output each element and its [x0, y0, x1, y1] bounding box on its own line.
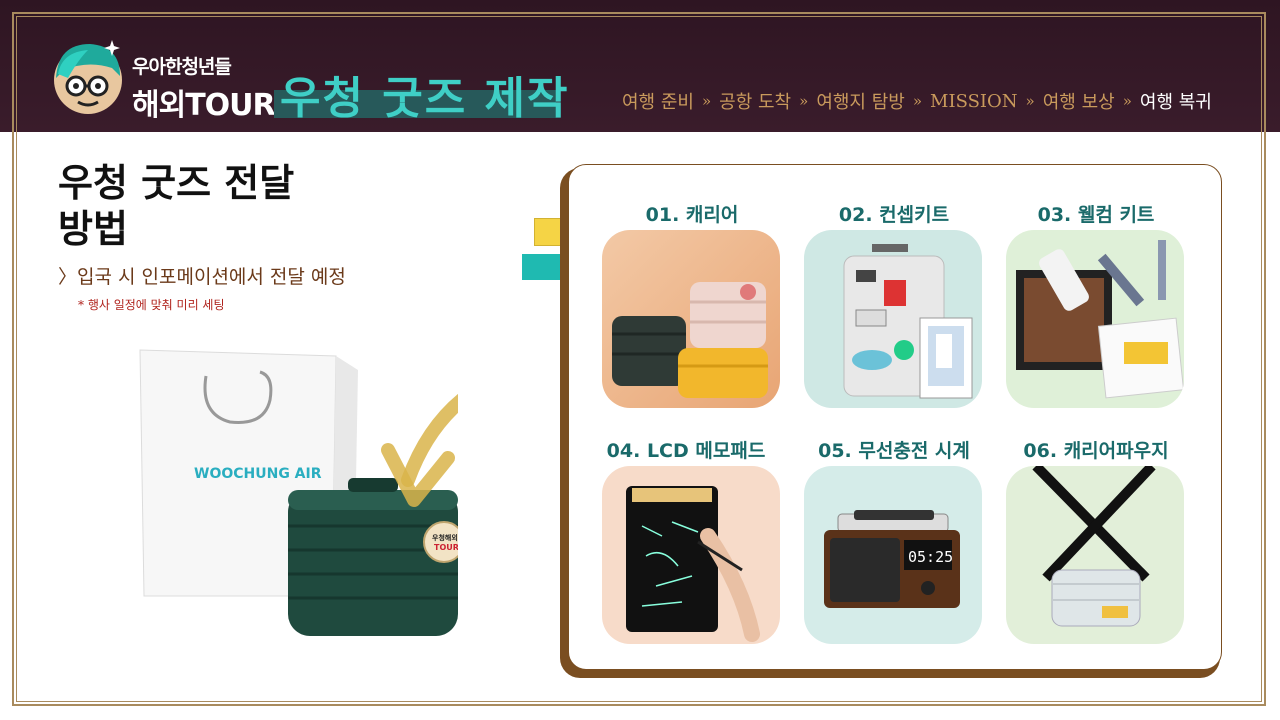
wireless-charging-clock-photo: 05:25	[804, 466, 982, 644]
setup-note: * 행사 일정에 맞춰 미리 세팅	[78, 298, 225, 312]
nav-step-reward[interactable]: 여행 보상	[1042, 92, 1115, 113]
nav-separator: »	[799, 92, 809, 110]
nav-separator: »	[1122, 92, 1132, 110]
decor-square-yellow	[534, 218, 562, 246]
item-label-welcome-kit: 03. 웰컴 키트	[1037, 204, 1155, 226]
logo-text-top: 우아한청년들	[132, 56, 232, 78]
welcome-kit-photo	[1006, 230, 1184, 408]
item-label-wireless-clock: 05. 무선충전 시계	[818, 440, 970, 462]
sticker-text-bottom: TOUR	[434, 543, 458, 552]
nav-step-airport[interactable]: 공항 도착	[719, 92, 792, 113]
bag-and-carrier-illustration: WOOCHUNG AIR 우청해외 TOUR	[48, 330, 575, 680]
item-label-lcd-memo-pad: 04. LCD 메모패드	[606, 440, 766, 462]
page-title-highlight	[274, 90, 556, 118]
header-bar: 우아한청년들 해외TOUR 우청 굿즈 제작 여행 준비 » 공항 도착 » 여…	[0, 0, 1280, 132]
step-navigation: 여행 준비 » 공항 도착 » 여행지 탐방 » MISSION » 여행 보상…	[622, 88, 1212, 114]
section-title: 우청 굿즈 전달 방법	[58, 160, 294, 252]
carrier-pouch-photo	[1006, 466, 1184, 644]
nav-separator: »	[912, 92, 923, 110]
page-title: 우청 굿즈 제작	[280, 73, 570, 124]
bag-brand-text: WOOCHUNG AIR	[194, 466, 322, 482]
nav-separator: »	[1025, 92, 1035, 110]
section-title-line1: 우청 굿즈 전달	[58, 161, 295, 205]
mascot-logo-icon	[48, 38, 128, 118]
item-label-concept-kit: 02. 컨셉키트	[838, 204, 950, 226]
outer-frame	[12, 12, 1266, 706]
nav-step-prepare[interactable]: 여행 준비	[622, 92, 694, 113]
nav-step-return[interactable]: 여행 복귀	[1139, 92, 1212, 113]
delivery-method-text: 〉입국 시 인포메이션에서 전달 예정	[58, 266, 346, 288]
section-title-line2: 방법	[58, 207, 128, 251]
item-label-carrier: 01. 캐리어	[645, 204, 739, 226]
nav-step-explore[interactable]: 여행지 탐방	[816, 92, 905, 113]
nav-separator: »	[701, 92, 712, 110]
concept-kit-photo	[804, 230, 982, 408]
lcd-memo-pad-photo	[602, 466, 780, 644]
clock-display: 05:25	[908, 548, 953, 566]
inner-frame	[16, 16, 1262, 702]
logo-text-bottom: 해외TOUR	[132, 88, 276, 123]
nav-step-mission[interactable]: MISSION	[930, 90, 1018, 112]
sticker-text-top: 우청해외	[432, 533, 458, 542]
decor-rect-teal	[522, 254, 566, 280]
item-label-carrier-pouch: 06. 캐리어파우지	[1023, 440, 1169, 462]
carrier-photo	[602, 230, 780, 408]
